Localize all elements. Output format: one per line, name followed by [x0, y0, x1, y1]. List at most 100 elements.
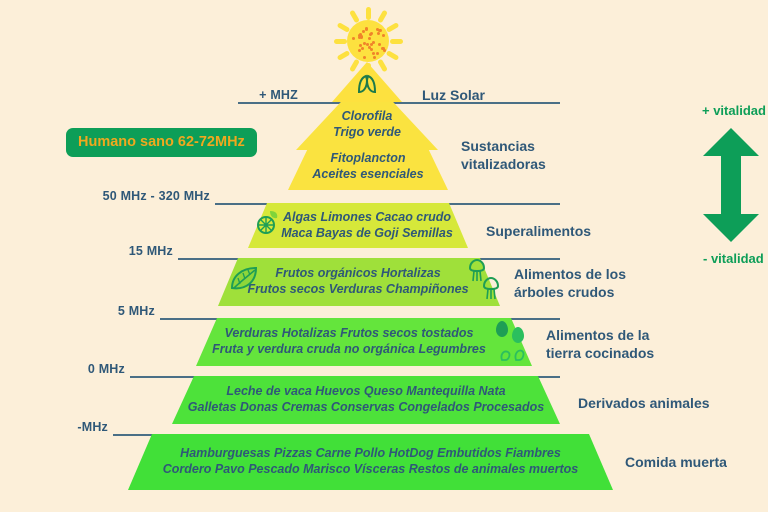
- sun-ray: [376, 9, 388, 24]
- sun-disc: [347, 20, 389, 62]
- arrow-head-down: [703, 214, 759, 242]
- double-arrow-vertical-icon: [703, 128, 759, 242]
- category-line: Alimentos de los: [514, 266, 627, 282]
- tier-line: Verduras Hotalizas Frutos secos tostados: [224, 326, 474, 341]
- sun-speckle: [369, 33, 372, 37]
- sun-speckle: [362, 30, 366, 34]
- vitality-label-negative: - vitalidad: [703, 251, 764, 266]
- sun-speckle: [381, 33, 385, 37]
- trapezoid-shape: [218, 258, 500, 306]
- lemon-leaf-icon: [254, 208, 282, 241]
- sun-speckle: [375, 28, 379, 32]
- tier-line: Frutos orgánicos Hortalizas: [275, 266, 441, 281]
- category-line: vitalizadoras: [461, 156, 546, 173]
- trapezoid-shape: [196, 318, 532, 366]
- avocado-icon: [494, 320, 510, 343]
- category-label-alimentos-arboles: Alimentos de los árboles crudos: [514, 265, 626, 301]
- sun-speckle: [351, 36, 355, 40]
- bean-icon: [498, 346, 528, 371]
- category-label-comida-muerta: Comida muerta: [625, 454, 727, 470]
- trapezoid-shape: [172, 376, 560, 424]
- sun-speckle: [359, 35, 363, 39]
- axis-label-minus-mhz: -MHz: [77, 420, 108, 434]
- tier-alimentos-arboles: Frutos orgánicos Hortalizas Frutos secos…: [218, 258, 500, 306]
- avocado-icon: [510, 326, 526, 349]
- trapezoid-shape: [288, 144, 448, 190]
- trapezoid-shape: [248, 203, 468, 248]
- axis-label-50-320-mhz: 50 MHz - 320 MHz: [102, 189, 210, 203]
- axis-label-15-mhz: 15 MHz: [128, 244, 173, 258]
- leaf-sprig-icon: [228, 264, 262, 299]
- category-label-sustancias: Sustancias vitalizadoras: [461, 137, 546, 173]
- tier-comida-muerta: Hamburguesas Pizzas Carne Pollo HotDog E…: [128, 434, 613, 490]
- category-label-alimentos-tierra: Alimentos de la tierra cocinados: [546, 326, 654, 362]
- sun-speckle: [359, 43, 363, 47]
- sun-speckle: [383, 48, 387, 52]
- sun-speckle: [370, 31, 374, 35]
- tier-sustancias-part1: Clorofila Trigo verde: [296, 74, 438, 150]
- tier-line: Algas Limones Cacao crudo: [282, 209, 452, 224]
- axis-line-1: [238, 102, 560, 104]
- sun-speckle: [378, 29, 382, 33]
- tier-superalimentos: Algas Limones Cacao crudo Maca Bayas de …: [248, 203, 468, 248]
- sun-icon: [313, 2, 421, 78]
- sun-speckle: [371, 52, 375, 55]
- sun-speckle: [365, 28, 369, 32]
- axis-label-0-mhz: 0 MHz: [87, 362, 125, 376]
- sun-speckle: [361, 47, 365, 51]
- tier-line: Frutos secos Verduras Champiñones: [247, 282, 469, 296]
- sun-ray: [365, 6, 371, 20]
- sun-speckle: [368, 45, 372, 49]
- axis-label-plus-mhz: + MHZ: [259, 88, 298, 102]
- axis-label-5-mhz: 5 MHz: [117, 304, 155, 318]
- sun-ray: [385, 21, 400, 33]
- category-line: árboles crudos: [514, 284, 615, 301]
- tier-line: Cordero Pavo Pescado Marisco Vísceras Re…: [162, 462, 579, 476]
- tier-luz-solar: [332, 62, 402, 102]
- tier-line: Aceites esenciales: [312, 167, 424, 181]
- triangle-shape: [296, 74, 438, 150]
- sun-speckle: [369, 43, 373, 47]
- arrow-head-up: [703, 128, 759, 156]
- tier-derivados-animales: Leche de vaca Huevos Queso Mantequilla N…: [172, 376, 560, 424]
- sun-speckle: [357, 34, 361, 38]
- status-badge-humano-sano: Humano sano 62-72MHz: [66, 128, 257, 157]
- tier-alimentos-tierra: Verduras Hotalizas Frutos secos tostados…: [196, 318, 532, 366]
- sun-ray: [333, 38, 347, 44]
- sun-speckle: [363, 55, 367, 59]
- trapezoid-shape: [128, 434, 613, 490]
- category-line: Sustancias: [461, 138, 535, 154]
- sun-speckle: [372, 40, 376, 44]
- sun-speckle: [376, 52, 380, 56]
- category-label-derivados-animales: Derivados animales: [578, 395, 710, 411]
- leaf-icon: [354, 72, 380, 103]
- vitality-label-positive: + vitalidad: [702, 103, 766, 118]
- tier-line: Galletas Donas Cremas Conservas Congelad…: [187, 400, 545, 414]
- tier-line: Clorofila: [341, 109, 393, 124]
- sun-ray: [385, 49, 400, 61]
- sun-speckle: [381, 47, 385, 51]
- tier-line: Trigo verde: [333, 125, 401, 139]
- sun-speckle: [358, 36, 362, 40]
- sun-speckle: [359, 32, 363, 36]
- tier-line: Fitoplancton: [330, 151, 406, 166]
- tier-sustancias-part2: Fitoplancton Aceites esenciales: [288, 144, 448, 190]
- tier-line: Hamburguesas Pizzas Carne Pollo HotDog E…: [180, 446, 561, 461]
- tier-line: Leche de vaca Huevos Queso Mantequilla N…: [226, 384, 506, 399]
- tier-line: Fruta y verdura cruda no orgánica Legumb…: [212, 342, 486, 356]
- broccoli-icon: [480, 276, 502, 306]
- arrow-shaft: [721, 154, 741, 216]
- category-label-luz-solar: Luz Solar: [422, 87, 486, 103]
- sun-speckle: [357, 48, 361, 52]
- sun-ray: [336, 49, 351, 61]
- category-line: tierra cocinados: [546, 345, 655, 362]
- sun-speckle: [377, 43, 381, 47]
- category-line: Alimentos de la: [546, 327, 650, 343]
- sun-speckle: [369, 48, 373, 52]
- category-label-superalimentos: Superalimentos: [486, 223, 592, 239]
- sun-speckle: [367, 36, 371, 40]
- sun-ray: [389, 38, 403, 44]
- broccoli-icon: [466, 258, 488, 288]
- sun-speckle: [372, 56, 376, 60]
